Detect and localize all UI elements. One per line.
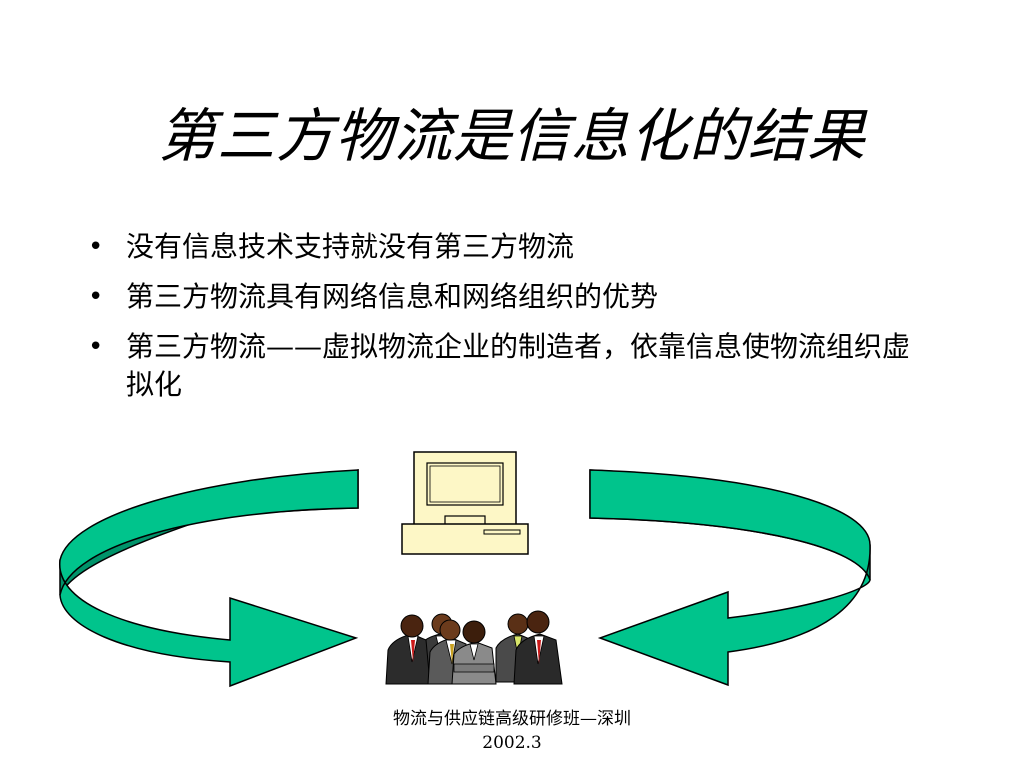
bullet-text: 没有信息技术支持就没有第三方物流 <box>126 230 575 263</box>
computer-icon <box>401 451 529 555</box>
curved-arrow-right-band <box>589 469 871 687</box>
footer: 物流与供应链高级研修班—深圳 2002.3 <box>312 707 712 755</box>
slide-title: 第三方物流是信息化的结果 <box>157 102 866 170</box>
footer-date: 2002.3 <box>482 733 542 753</box>
bullet-marker: • <box>88 332 104 362</box>
business-team-icon <box>385 610 563 685</box>
bullet-marker: • <box>88 232 104 262</box>
bullet-item: • 第三方物流具有网络信息和网络组织的优势 <box>88 278 928 316</box>
bullet-text: 第三方物流——虚拟物流企业的制造者，依靠信息使物流组织虚拟化 <box>126 330 911 401</box>
bullet-marker: • <box>88 282 104 312</box>
curved-arrow-left <box>59 468 359 688</box>
footer-course-name: 物流与供应链高级研修班—深圳 <box>393 709 631 729</box>
person-figure <box>385 614 431 685</box>
curved-arrow-left-band <box>59 469 359 688</box>
bullet-text: 第三方物流具有网络信息和网络组织的优势 <box>126 280 659 313</box>
bullet-item: • 没有信息技术支持就没有第三方物流 <box>88 228 928 266</box>
curved-arrow-right <box>589 469 871 687</box>
bullet-list: • 没有信息技术支持就没有第三方物流 • 第三方物流具有网络信息和网络组织的优势… <box>88 228 928 416</box>
person-figure <box>513 610 563 685</box>
person-figure <box>451 620 497 685</box>
bullet-item: • 第三方物流——虚拟物流企业的制造者，依靠信息使物流组织虚拟化 <box>88 328 928 404</box>
